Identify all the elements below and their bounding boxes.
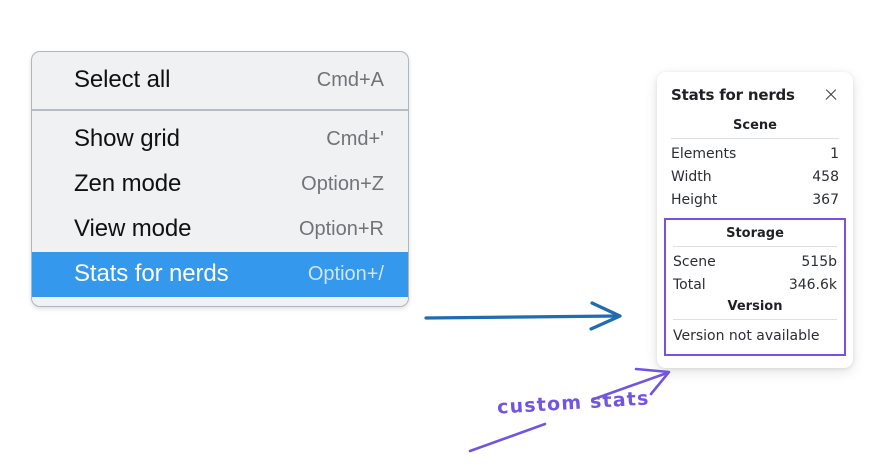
stat-key: Width [671, 169, 712, 185]
section-divider [671, 138, 839, 139]
section-divider [673, 246, 837, 247]
stat-row: Width 458 [671, 166, 839, 189]
menu-group-2: Show grid Cmd+' Zen mode Option+Z View m… [32, 117, 408, 297]
menu-item-zen-mode[interactable]: Zen mode Option+Z [32, 162, 408, 207]
purple-arrow-to-version [592, 367, 671, 401]
menu-item-label: View mode [74, 215, 192, 242]
menu-item-label: Stats for nerds [74, 260, 229, 287]
stat-key: Total [673, 277, 706, 293]
stats-panel-titlebar: Stats for nerds [671, 86, 839, 104]
menu-group-1: Select all Cmd+A [32, 58, 408, 103]
menu-item-stats-for-nerds[interactable]: Stats for nerds Option+/ [32, 252, 408, 297]
menu-item-label: Zen mode [74, 170, 182, 197]
menu-item-label: Select all [74, 66, 171, 93]
annotation-label-custom-stats: custom stats [496, 387, 651, 419]
stat-row: Scene 515b [673, 251, 837, 274]
stat-key: Height [671, 192, 718, 208]
context-menu[interactable]: Select all Cmd+A Show grid Cmd+' Zen mod… [31, 51, 409, 307]
stats-for-nerds-panel: Stats for nerds Scene Elements 1 Width 4… [657, 72, 853, 368]
menu-item-label: Show grid [74, 125, 180, 152]
menu-item-shortcut: Cmd+A [316, 69, 384, 91]
stat-row: Total 346.6k [673, 274, 837, 297]
menu-item-shortcut: Option+Z [301, 173, 384, 195]
section-heading: Storage [726, 226, 784, 241]
stat-key: Elements [671, 146, 737, 162]
stats-section-scene: Scene Elements 1 Width 458 Height 367 [671, 116, 839, 212]
menu-item-shortcut: Option+/ [307, 263, 384, 285]
menu-item-view-mode[interactable]: View mode Option+R [32, 207, 408, 252]
purple-underline-stroke [468, 422, 547, 453]
stat-value: 515b [801, 254, 837, 270]
stat-value: 367 [812, 192, 839, 208]
menu-item-shortcut: Option+R [298, 218, 384, 240]
blue-arrow-to-panel [424, 301, 622, 331]
menu-item-show-grid[interactable]: Show grid Cmd+' [32, 117, 408, 162]
stat-row: Height 367 [671, 189, 839, 212]
version-note: Version not available [673, 328, 820, 344]
stat-row: Elements 1 [671, 143, 839, 166]
stats-panel-title: Stats for nerds [671, 86, 795, 104]
stat-value: 346.6k [788, 277, 837, 293]
custom-stats-highlight-box: Storage Scene 515b Total 346.6k Version … [664, 218, 846, 356]
section-heading: Version [727, 299, 783, 314]
menu-separator [32, 109, 408, 111]
stats-section-version: Version Version not available [673, 297, 837, 348]
section-heading: Scene [733, 118, 777, 133]
close-icon[interactable] [823, 87, 839, 103]
stats-section-storage: Storage Scene 515b Total 346.6k [673, 224, 837, 297]
stat-value: 458 [812, 169, 839, 185]
menu-item-shortcut: Cmd+' [326, 128, 384, 150]
stat-value: 1 [830, 146, 839, 162]
section-divider [673, 319, 837, 320]
stat-key: Scene [673, 254, 716, 270]
menu-item-select-all[interactable]: Select all Cmd+A [32, 58, 408, 103]
